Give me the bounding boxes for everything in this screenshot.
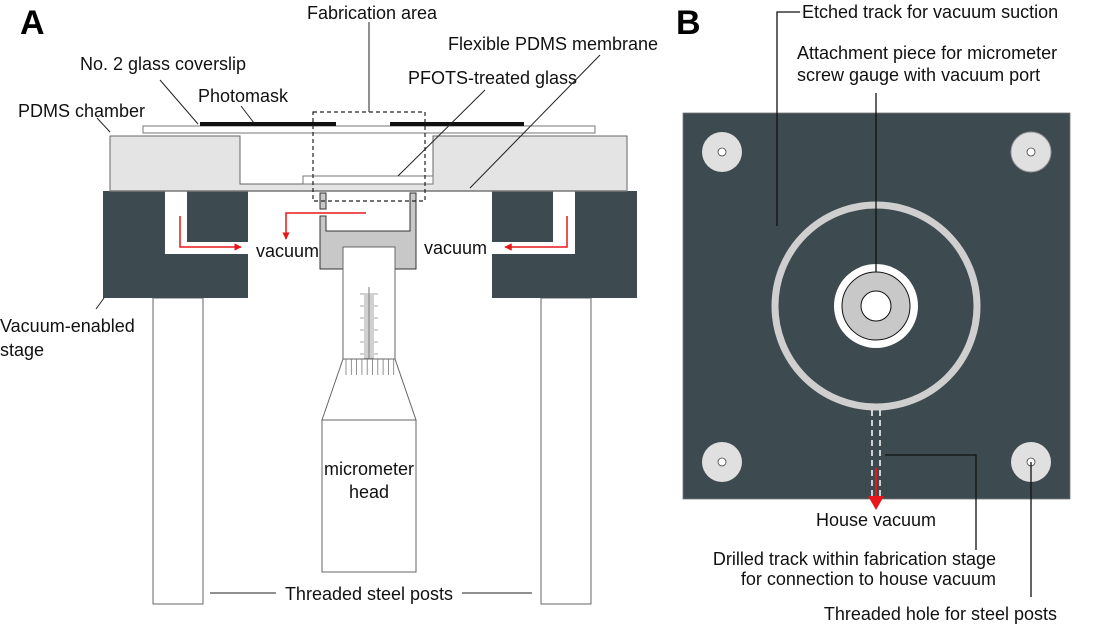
leader-photomask: [240, 105, 255, 124]
leader-drilled-track: [885, 454, 977, 550]
leader-flexible-membrane: [469, 54, 601, 189]
label-stage-2: stage: [0, 340, 44, 360]
threaded-hole-bottom-left: [702, 442, 742, 482]
label-vacuum-left: vacuum: [256, 241, 319, 261]
micrometer-label-2: head: [349, 482, 389, 502]
label-drilled-1: Drilled track within fabrication stage: [713, 549, 996, 569]
label-pfots-glass: PFOTS-treated glass: [408, 68, 577, 88]
vacuum-arrow-center: [282, 212, 366, 240]
label-attachment-1: Attachment piece for micrometer: [797, 43, 1057, 63]
vacuum-port: [860, 290, 892, 322]
leader-pfots-glass: [397, 89, 486, 177]
glass-coverslip: [142, 125, 596, 134]
label-stage-1: Vacuum-enabled: [0, 316, 135, 336]
threaded-hole-top-left: [702, 132, 742, 172]
photomask-right: [390, 122, 524, 126]
steel-post-right: [540, 297, 592, 605]
stage-right-outer: [492, 191, 637, 298]
label-threaded-hole: Threaded hole for steel posts: [824, 604, 1057, 624]
leader-etched-track: [776, 11, 800, 226]
photomask-left: [200, 122, 336, 126]
label-photomask: Photomask: [198, 86, 289, 106]
leader-pdms-chamber: [96, 117, 111, 133]
label-drilled-2: for connection to house vacuum: [741, 569, 996, 589]
micrometer-thimble: [321, 358, 417, 421]
stage-right-inner: [492, 191, 553, 242]
label-vacuum-right: vacuum: [424, 238, 487, 258]
panel-a-letter: A: [20, 4, 45, 42]
thimble-ticks: [345, 359, 395, 375]
stage-left-inner: [187, 191, 248, 242]
label-etched-track: Etched track for vacuum suction: [802, 2, 1058, 22]
label-flexible-membrane: Flexible PDMS membrane: [448, 34, 658, 54]
threaded-hole-top-right: [1010, 131, 1052, 173]
label-house-vacuum: House vacuum: [816, 510, 936, 530]
label-attachment-2: screw gauge with vacuum port: [797, 65, 1040, 85]
steel-post-left: [152, 297, 204, 605]
vacuum-arrow-left: [179, 216, 242, 251]
micrometer-head: [321, 419, 417, 573]
house-vacuum-arrowhead: [868, 496, 884, 510]
label-posts: Threaded steel posts: [285, 584, 453, 604]
vacuum-arrow-right: [504, 216, 568, 251]
leader-coverslip: [159, 79, 199, 125]
stage-left-outer: [103, 191, 248, 298]
panel-b-letter: B: [676, 4, 701, 42]
label-coverslip: No. 2 glass coverslip: [80, 54, 246, 74]
leader-stage: [95, 297, 105, 310]
micrometer-label-1: micrometer: [324, 459, 414, 479]
label-fabrication-area: Fabrication area: [307, 3, 438, 23]
label-pdms-chamber: PDMS chamber: [18, 101, 145, 121]
pfots-glass: [302, 175, 434, 185]
